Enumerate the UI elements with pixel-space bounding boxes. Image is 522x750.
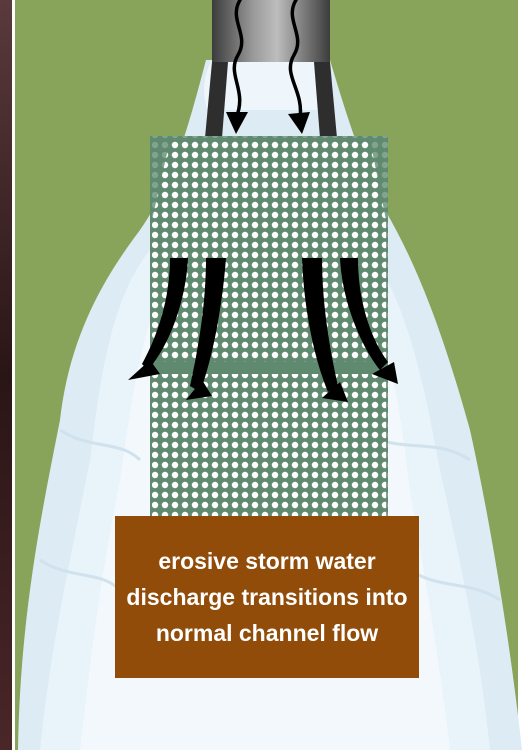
caption-box: erosive storm water discharge transition…: [115, 516, 419, 678]
right-border: [518, 0, 522, 750]
caption-line-2: discharge transitions into: [126, 579, 407, 615]
perforated-screen-icon: [150, 136, 388, 516]
caption-line-3: normal channel flow: [156, 615, 378, 651]
caption-line-1: erosive storm water: [158, 543, 375, 579]
left-photo-strip: [0, 0, 12, 750]
